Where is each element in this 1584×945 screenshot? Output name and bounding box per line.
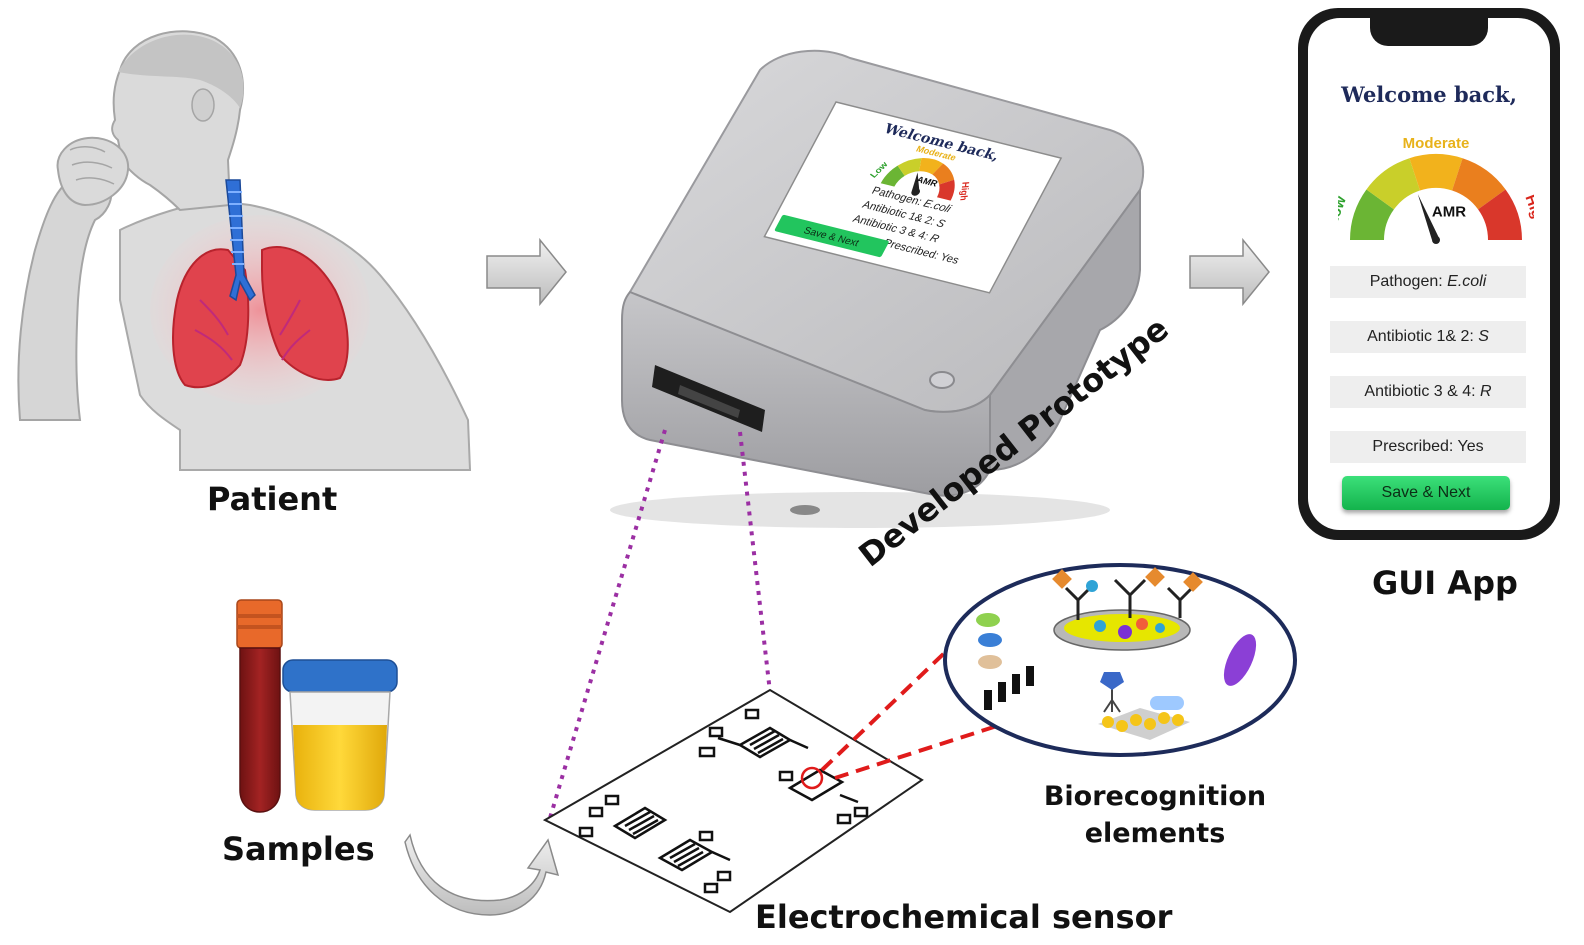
gauge-center-label: AMR xyxy=(915,175,940,189)
left-lung xyxy=(172,248,250,389)
label-patient: Patient xyxy=(207,480,337,518)
gauge-hub xyxy=(911,188,920,196)
gauge-hub xyxy=(1432,236,1440,244)
urine-cup-lid xyxy=(282,659,398,693)
pathogen-value: E.coli xyxy=(1447,273,1487,290)
gauge-high-label: High xyxy=(1522,192,1534,229)
samples-illustration xyxy=(236,599,398,813)
antibiotic12-label: Antibiotic 1& 2: xyxy=(1367,328,1479,345)
arrow-device-to-app xyxy=(1189,237,1270,307)
patient-illustration xyxy=(17,30,472,471)
gauge-segment xyxy=(1452,158,1506,210)
gauge-segment xyxy=(936,179,955,201)
zoom-line-left xyxy=(548,429,667,819)
antibiotic12-value: S xyxy=(1478,328,1489,345)
gauge-low-label: Low xyxy=(1338,194,1350,228)
curved-arrow-samples-to-sensor xyxy=(404,833,560,916)
gauge-high-label: High xyxy=(958,181,971,201)
antibiotic12-row: Antibiotic 1& 2: S xyxy=(1330,321,1526,353)
label-samples: Samples xyxy=(222,830,375,868)
label-gui-app: GUI App xyxy=(1372,564,1518,602)
gauge-segment xyxy=(1409,154,1463,191)
electrochemical-sensor xyxy=(542,688,924,914)
antibiotic34-value: R xyxy=(1480,383,1492,400)
zoom-dash-lower xyxy=(834,723,1001,780)
blood-tube xyxy=(239,647,281,813)
phone-notch xyxy=(1370,18,1488,46)
app-welcome-title: Welcome back, xyxy=(1341,82,1517,107)
gauge-segment xyxy=(1350,189,1394,240)
gauge-segment xyxy=(897,158,922,176)
gauge-center-label: AMR xyxy=(1432,204,1466,221)
zoom-circle xyxy=(800,766,824,790)
pathogen-label: Pathogen: xyxy=(1369,273,1448,290)
gauge-segment xyxy=(1478,189,1522,240)
device-save-button[interactable] xyxy=(774,214,889,258)
label-biorecognition-line1: Biorecognition xyxy=(1044,781,1266,812)
label-sensor: Electrochemical sensor xyxy=(755,898,1173,936)
gauge-segment xyxy=(919,158,944,175)
zoom-dash-upper xyxy=(820,638,960,772)
gauge-moderate-label: Moderate xyxy=(1403,136,1470,152)
right-lung xyxy=(261,245,349,381)
gauge-segment xyxy=(932,163,955,185)
pathogen-row: Pathogen: E.coli xyxy=(1330,266,1526,298)
save-next-button[interactable]: Save & Next xyxy=(1342,476,1510,510)
prescribed-row: Prescribed: Yes xyxy=(1330,431,1526,463)
label-biorecognition-line2: elements xyxy=(1085,818,1226,849)
blood-tube-cap xyxy=(236,599,283,649)
antibiotic34-row: Antibiotic 3 & 4: R xyxy=(1330,376,1526,408)
antibiotic34-label: Antibiotic 3 & 4: xyxy=(1364,383,1481,400)
zoom-line-right xyxy=(738,431,772,693)
gauge-needle xyxy=(911,172,920,193)
device-button xyxy=(929,371,955,389)
gauge-segment xyxy=(880,165,905,187)
gauge-segment xyxy=(1366,158,1420,210)
biorecognition-inset xyxy=(943,563,1297,757)
sensor-sheet xyxy=(542,688,924,914)
arrow-patient-to-device xyxy=(486,237,567,307)
